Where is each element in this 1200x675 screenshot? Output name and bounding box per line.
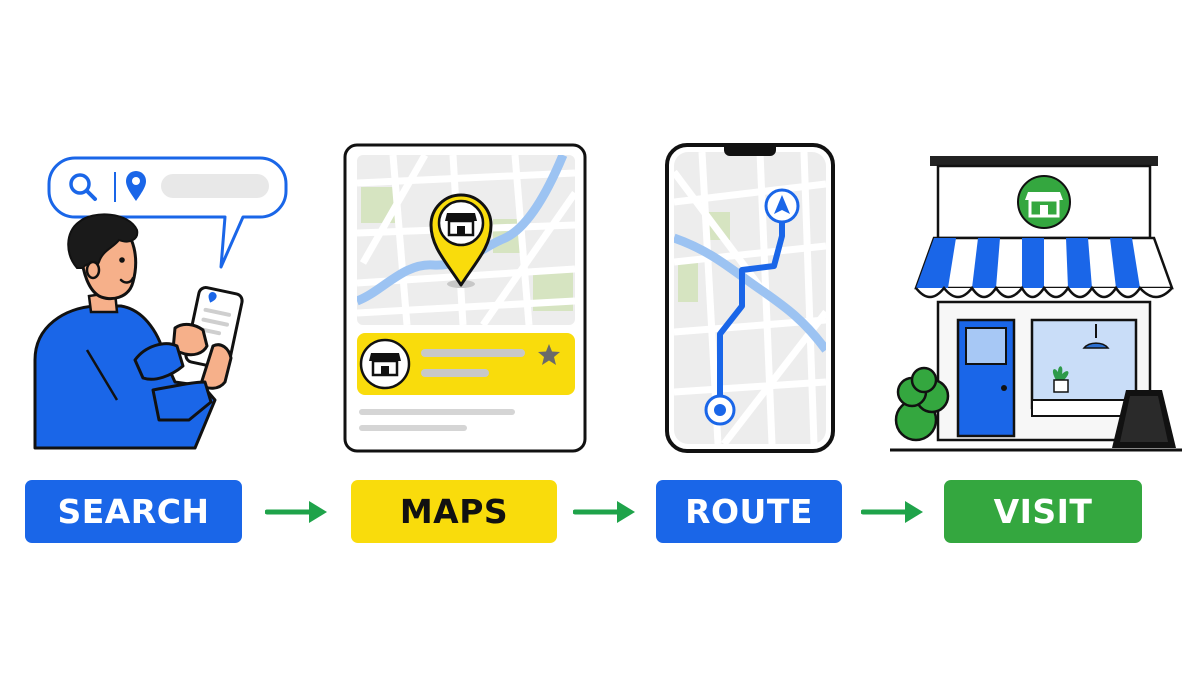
- store-icon: [445, 213, 477, 237]
- store-door: [956, 318, 1016, 438]
- stage-label-maps: MAPS: [351, 480, 557, 543]
- search-illustration: [33, 156, 288, 450]
- stage-label-visit: VISIT: [944, 480, 1142, 543]
- route-illustration: [665, 143, 835, 453]
- maps-illustration: [343, 143, 587, 453]
- visit-illustration: [890, 156, 1182, 452]
- connector-arrow-1: [265, 501, 327, 523]
- person-with-phone: [33, 213, 244, 450]
- location-pin: [429, 193, 493, 287]
- store-icon: [369, 353, 401, 377]
- stage-label-text: SEARCH: [57, 492, 210, 531]
- place-card: [357, 333, 575, 395]
- route-map: [674, 152, 826, 444]
- stage-label-text: ROUTE: [685, 492, 813, 531]
- stage-label-search: SEARCH: [25, 480, 242, 543]
- star-icon: [538, 344, 560, 365]
- stage-label-route: ROUTE: [656, 480, 842, 543]
- bush: [894, 366, 950, 442]
- store-window: [1030, 318, 1138, 417]
- navigation-arrow-icon: [764, 188, 800, 224]
- sign-board: [1112, 390, 1176, 448]
- river: [674, 233, 826, 353]
- awning: [914, 236, 1174, 299]
- start-point-icon: [704, 394, 736, 426]
- stage-label-text: VISIT: [993, 492, 1093, 531]
- store-icon: [1017, 175, 1071, 229]
- search-bubble: [47, 156, 288, 269]
- connector-arrow-3: [861, 501, 923, 523]
- map-pin-icon: [126, 171, 146, 201]
- stage-label-text: MAPS: [399, 492, 509, 531]
- connector-arrow-2: [573, 501, 635, 523]
- search-icon: [69, 173, 97, 201]
- search-query-bar: [161, 174, 269, 198]
- route-path: [717, 213, 785, 411]
